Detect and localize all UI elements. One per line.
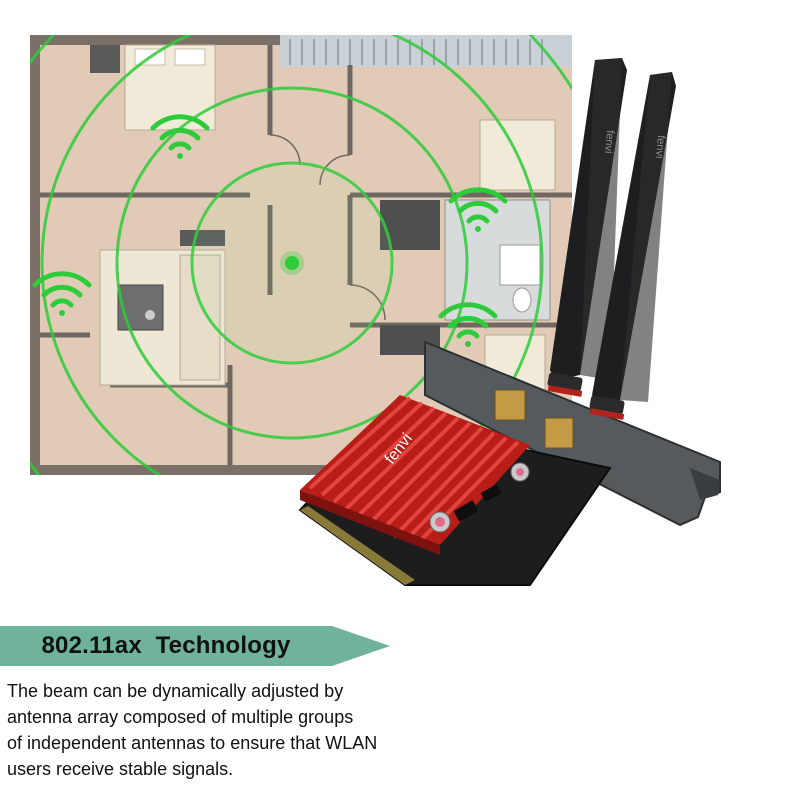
wifi-signal-icon (32, 271, 92, 316)
wifi-signal-icon (448, 187, 508, 232)
antenna-2: fenvi (589, 72, 676, 420)
floor-plan (30, 35, 572, 475)
wifi-card-drawing: fenvi fenvi fenvi (298, 58, 721, 586)
feature-headline: 802.11ax Technology (41, 632, 291, 659)
headline-banner (0, 626, 390, 666)
description-line: antenna array composed of multiple group… (7, 707, 354, 727)
wifi-signal-icon (438, 302, 498, 347)
access-point-icon (285, 256, 299, 270)
description-line: users receive stable signals. (7, 759, 234, 779)
product-illustration: fenvi fenvi fenvi (30, 35, 721, 586)
antenna-connector-1 (494, 389, 526, 421)
antenna-logo: fenvi (602, 130, 616, 154)
coverage-rings (30, 35, 572, 475)
feature-description: The beam can be dynamically adjusted by … (7, 678, 427, 782)
antenna-connector-2 (544, 417, 574, 449)
antenna-logo: fenvi (653, 135, 667, 159)
floor-plan-drawing (30, 35, 572, 475)
description-line: The beam can be dynamically adjusted by (7, 681, 344, 701)
description-line: of independent antennas to ensure that W… (7, 733, 378, 753)
wifi-signal-icon (150, 114, 210, 159)
